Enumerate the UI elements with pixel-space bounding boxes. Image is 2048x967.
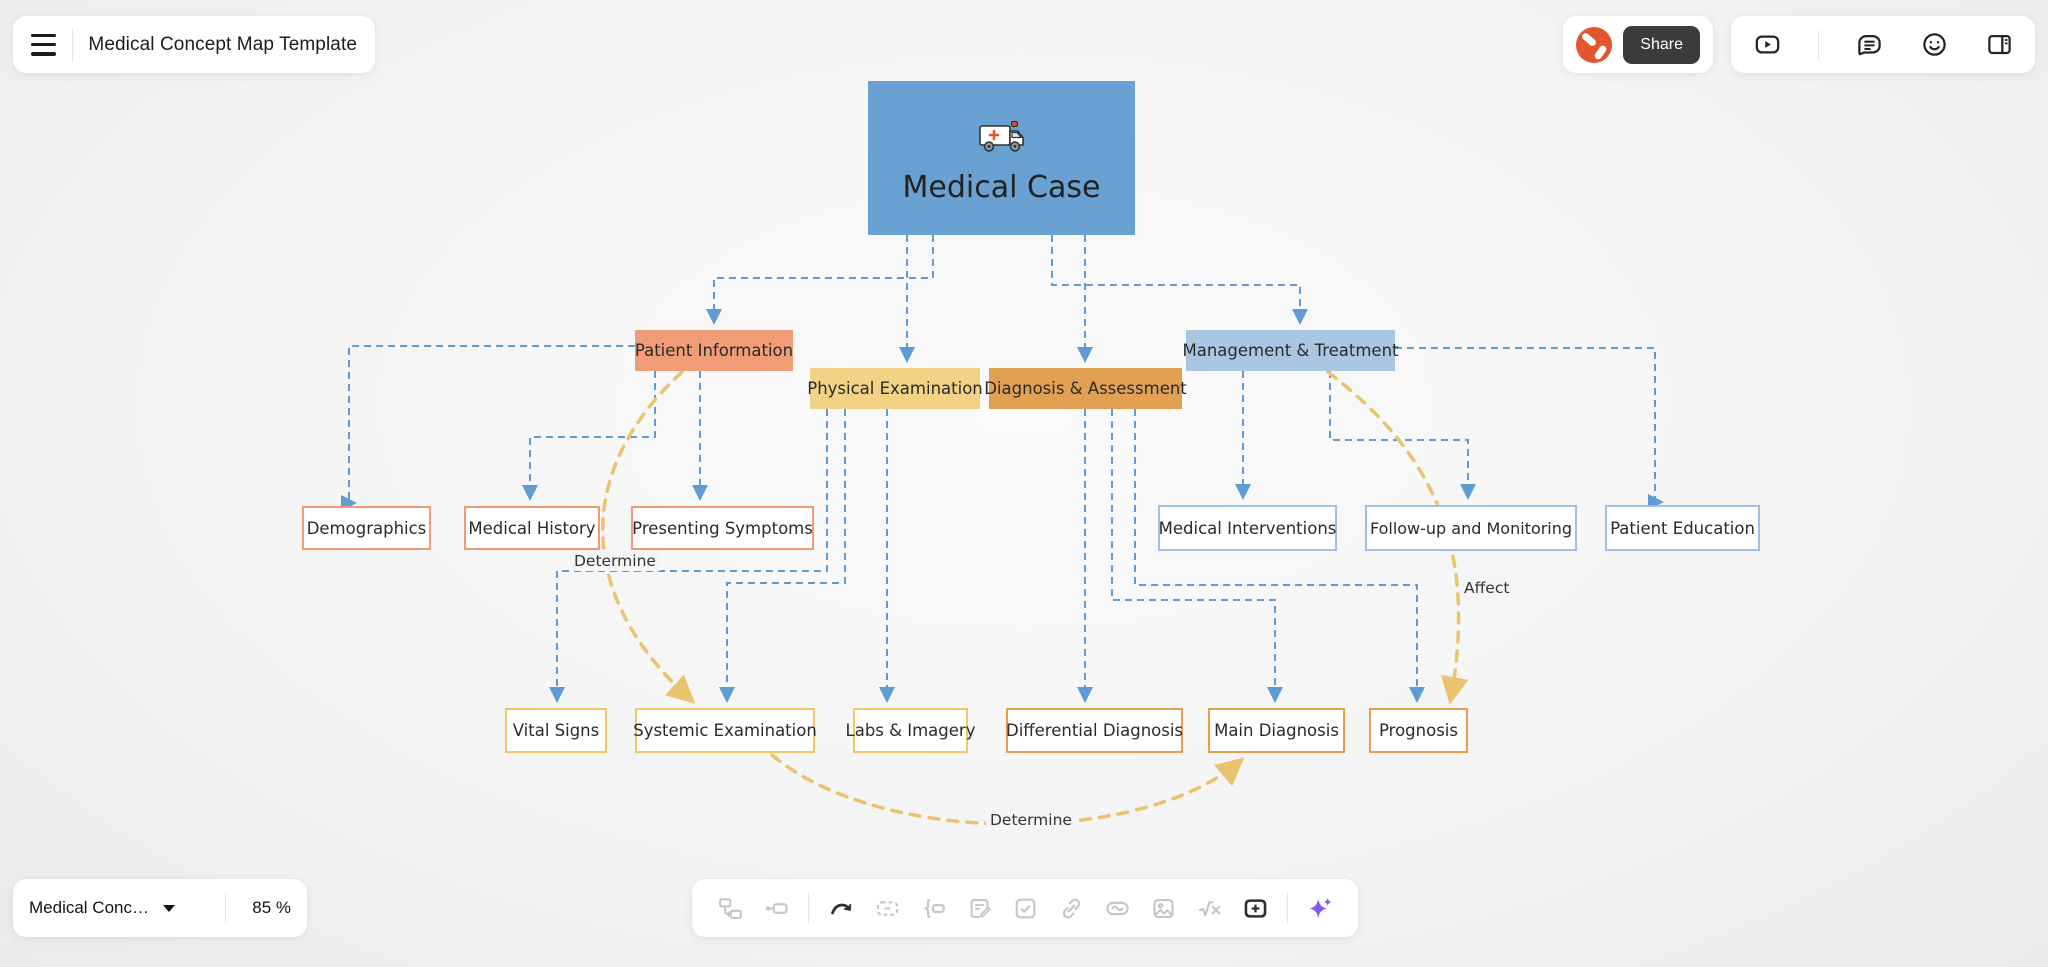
divider	[71, 27, 73, 62]
node-systemic-examination[interactable]: Systemic Examination	[633, 708, 817, 753]
share-button[interactable]: Share	[1623, 25, 1700, 64]
edge-label-determine-bottom[interactable]: Determine	[986, 810, 1076, 830]
node-medical-case[interactable]: Medical Case	[868, 81, 1135, 235]
node-patient-education[interactable]: Patient Education	[1605, 505, 1760, 551]
node-diagnosis-assessment[interactable]: Diagnosis & Assessment	[984, 368, 1187, 409]
node-labs-imagery[interactable]: Labs & Imagery	[846, 708, 975, 753]
edge-label-determine-left[interactable]: Determine	[570, 551, 660, 571]
panel-layout-icon[interactable]	[1985, 31, 2013, 59]
formula-icon[interactable]	[1195, 894, 1223, 922]
node-main-diagnosis[interactable]: Main Diagnosis	[1208, 708, 1345, 753]
curved-connector-icon[interactable]	[827, 894, 855, 922]
node-physical-examination[interactable]: Physical Examination	[807, 368, 983, 409]
node-medical-history[interactable]: Medical History	[464, 506, 600, 550]
canvas-toolbar-card	[692, 879, 1358, 937]
header-tools-card	[1731, 16, 2035, 73]
node-vital-signs[interactable]: Vital Signs	[505, 708, 607, 753]
bracket-label-icon[interactable]	[919, 894, 947, 922]
shape-connector-icon[interactable]	[716, 894, 744, 922]
node-followup-monitoring[interactable]: Follow-up and Monitoring	[1365, 505, 1577, 551]
zoom-level[interactable]: 85 %	[252, 898, 291, 917]
header-card: Medical Concept Map Template	[13, 16, 375, 73]
avatar[interactable]	[1576, 26, 1612, 63]
node-medical-interventions[interactable]: Medical Interventions	[1158, 505, 1337, 551]
dot-connector-icon[interactable]	[762, 894, 790, 922]
emoji-reactions-icon[interactable]	[1920, 31, 1948, 59]
note-edit-icon[interactable]	[965, 894, 993, 922]
node-label: Medical Case	[902, 169, 1101, 205]
dashed-shape-icon[interactable]	[873, 894, 901, 922]
node-demographics[interactable]: Demographics	[302, 506, 431, 550]
edge-label-affect[interactable]: Affect	[1460, 578, 1514, 598]
add-frame-icon[interactable]	[1241, 894, 1269, 922]
divider	[808, 893, 809, 923]
checkbox-icon[interactable]	[1011, 894, 1039, 922]
link-icon[interactable]	[1057, 894, 1085, 922]
divider	[1817, 29, 1819, 60]
menu-icon[interactable]	[31, 33, 56, 56]
board-select[interactable]: Medical Conc…	[29, 898, 215, 918]
share-card: Share	[1563, 16, 1713, 73]
sticker-oval-icon[interactable]	[1103, 894, 1131, 922]
node-prognosis[interactable]: Prognosis	[1369, 708, 1468, 753]
node-management-treatment[interactable]: Management & Treatment	[1183, 330, 1399, 371]
ambulance-icon	[977, 118, 1027, 156]
board-name: Medical Conc…	[29, 898, 149, 917]
divider	[1287, 893, 1288, 923]
node-presenting-symptoms[interactable]: Presenting Symptoms	[631, 506, 814, 550]
comments-icon[interactable]	[1856, 31, 1884, 59]
node-patient-information[interactable]: Patient Information	[635, 330, 793, 371]
board-switcher-card: Medical Conc… 85 %	[13, 879, 307, 937]
image-icon[interactable]	[1149, 894, 1177, 922]
divider	[225, 893, 227, 923]
video-tutorial-icon[interactable]	[1753, 31, 1781, 59]
ai-assistant-icon[interactable]	[1306, 894, 1334, 922]
node-differential-diagnosis[interactable]: Differential Diagnosis	[1006, 708, 1183, 753]
document-title[interactable]: Medical Concept Map Template	[88, 33, 357, 55]
chevron-down-icon	[163, 904, 175, 912]
